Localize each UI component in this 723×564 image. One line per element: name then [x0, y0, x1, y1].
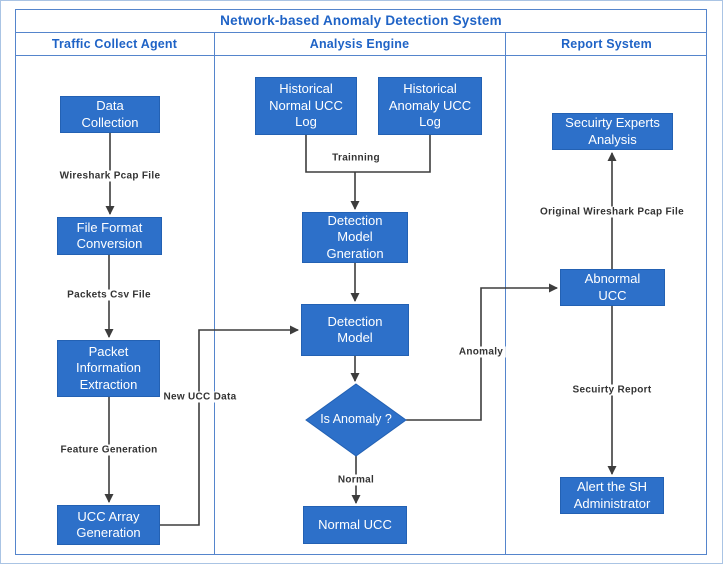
- node-secuirty-experts-analysis: Secuirty Experts Analysis: [552, 113, 673, 150]
- edge-label-wireshark-pcap-file: Wireshark Pcap File: [56, 170, 164, 182]
- node-ucc-array-generation: UCC Array Generation: [57, 505, 160, 545]
- edge-label-packets-csv-file: Packets Csv File: [64, 289, 154, 301]
- node-data-collection: Data Collection: [60, 96, 160, 133]
- edge-label-original-wireshark-pcap-file: Original Wireshark Pcap File: [537, 206, 687, 218]
- node-abnormal-ucc: Abnormal UCC: [560, 269, 665, 306]
- lane-header-row: [15, 33, 707, 56]
- lane-divider-1: [214, 33, 215, 555]
- node-detection-model-gneration: Detection Model Gneration: [302, 212, 408, 263]
- node-alert-the-sh-administrator: Alert the SH Administrator: [560, 477, 664, 514]
- node-historical-anomaly-ucc-log: Historical Anomaly UCC Log: [378, 77, 482, 135]
- lane-header-traffic-collect-agent: Traffic Collect Agent: [51, 37, 178, 51]
- lane-header-analysis-engine: Analysis Engine: [309, 37, 410, 51]
- lane-divider-2: [505, 33, 506, 555]
- edge-label-feature-generation: Feature Generation: [57, 444, 161, 456]
- node-detection-model: Detection Model: [301, 304, 409, 356]
- node-is-anomaly-label: Is Anomaly ?: [320, 412, 392, 426]
- node-packet-information-extraction: Packet Information Extraction: [57, 340, 160, 397]
- node-historical-normal-ucc-log: Historical Normal UCC Log: [255, 77, 357, 135]
- lane-header-report-system: Report System: [561, 37, 652, 51]
- edge-label-secuirty-report: Secuirty Report: [569, 384, 655, 396]
- edge-label-new-ucc-data: New UCC Data: [160, 391, 240, 403]
- edge-label-trainning: Trainning: [329, 152, 383, 164]
- diagram-title: Network-based Anomaly Detection System: [15, 9, 707, 33]
- node-normal-ucc: Normal UCC: [303, 506, 407, 544]
- node-file-format-conversion: File Format Conversion: [57, 217, 162, 255]
- edge-label-normal: Normal: [334, 474, 378, 486]
- edge-label-anomaly: Anomaly: [455, 346, 507, 358]
